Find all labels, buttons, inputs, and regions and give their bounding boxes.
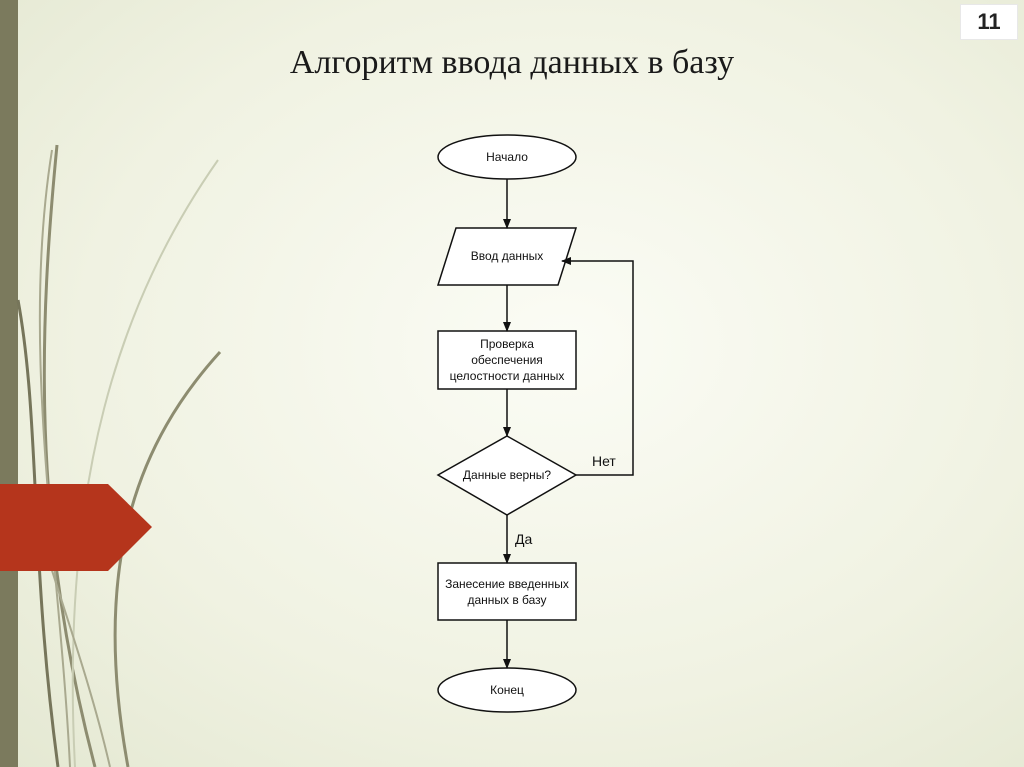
- left-accent-bar: [0, 0, 18, 767]
- edge-label-no: Нет: [592, 453, 616, 469]
- save-label: Занесение введенных данных в базу: [445, 577, 569, 607]
- check-label: Проверка обеспечения целостности данных: [449, 337, 565, 383]
- input-parallelogram: [436, 227, 578, 286]
- save-process-box: [437, 562, 577, 621]
- decision-label: Данные верны?: [462, 468, 552, 482]
- check-process-box: [437, 330, 577, 390]
- slide-number: 11: [960, 4, 1018, 40]
- start-label: Начало: [486, 150, 528, 164]
- end-label: Конец: [490, 683, 524, 697]
- grass-decoration: [0, 144, 222, 767]
- input-label: Ввод данных: [470, 249, 544, 263]
- red-arrow-decoration: [0, 484, 152, 571]
- slide-title: Алгоритм ввода данных в базу: [289, 44, 735, 81]
- edge-decision-input-loop: [561, 257, 634, 476]
- edge-label-yes: Да: [515, 531, 533, 547]
